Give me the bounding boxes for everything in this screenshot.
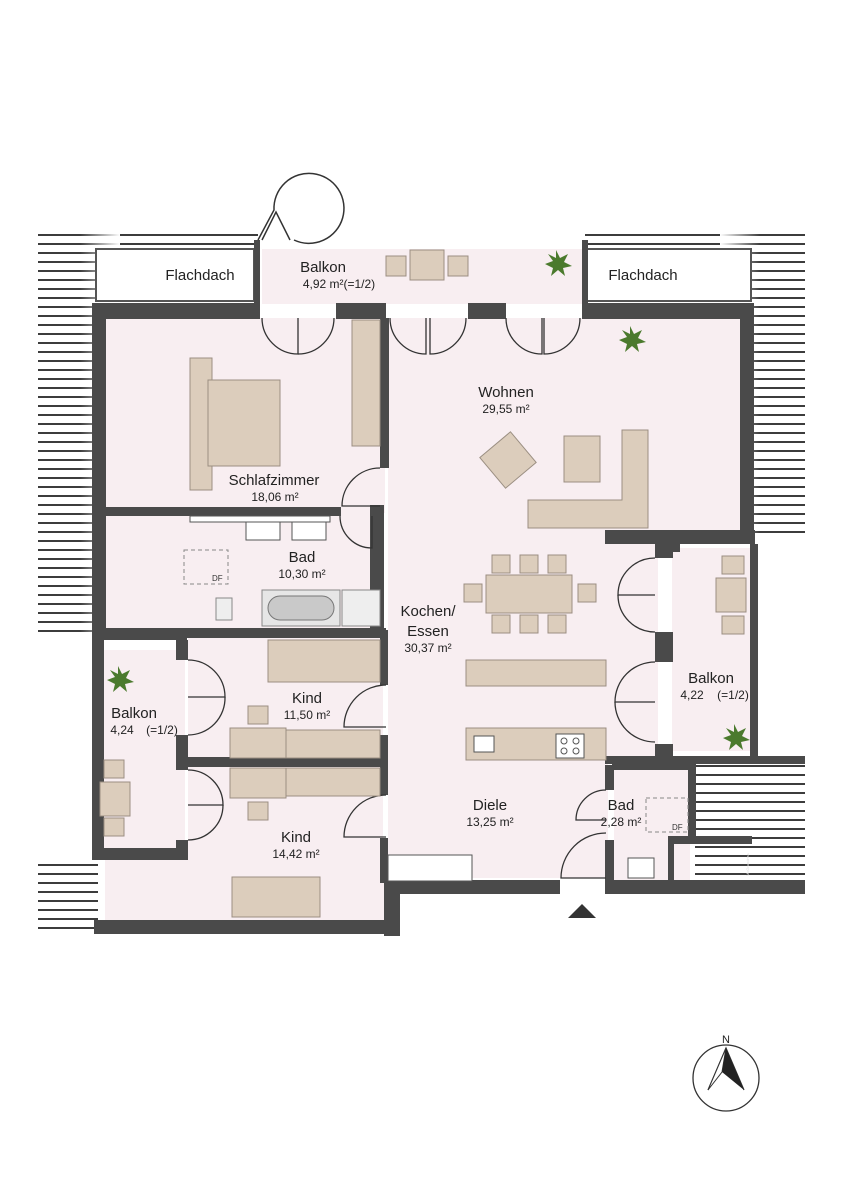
- schlafzimmer-area: 18,06 m²: [251, 490, 298, 504]
- diele-area: 13,25 m²: [466, 815, 513, 829]
- furniture: [99, 249, 747, 918]
- balkon-right-area: 4,22: [680, 688, 704, 702]
- kitchen-appliances: [473, 733, 585, 759]
- kind1-name: Kind: [292, 690, 322, 707]
- skylight-label: DF: [672, 823, 683, 832]
- entrance-arrow-icon: [568, 904, 596, 918]
- bad-large-name: Bad: [289, 549, 316, 566]
- balkon-left-area: 4,24: [110, 723, 134, 737]
- balkon-top-name: Balkon: [300, 259, 346, 276]
- skylights: [183, 549, 689, 833]
- wohnen-name: Wohnen: [478, 384, 534, 401]
- balkon-left-name: Balkon: [111, 705, 157, 722]
- plant-icon: [619, 326, 646, 352]
- flat-roof-right-label: Flachdach: [608, 267, 677, 284]
- doors: [187, 317, 656, 879]
- kind2-area: 14,42 m²: [272, 847, 319, 861]
- balkon-left-share: (=1/2): [146, 723, 178, 737]
- kochen-area: 30,37 m²: [404, 641, 451, 655]
- bad-large-area: 10,30 m²: [278, 567, 325, 581]
- plant-icon: [545, 250, 572, 276]
- flat-roof-left-label: Flachdach: [165, 267, 234, 284]
- kind1-area: 11,50 m²: [284, 708, 330, 722]
- balkon-right-name: Balkon: [688, 670, 734, 687]
- credit-text: McGrundriss: [745, 853, 750, 876]
- walls: [92, 240, 805, 936]
- balkon-right-share: (=1/2): [717, 688, 749, 702]
- bad-small-area: 2,28 m²: [601, 815, 642, 829]
- bad-small-name: Bad: [608, 797, 635, 814]
- kochen-name-line1: Kochen/: [400, 603, 456, 620]
- skylight-label: DF: [212, 574, 223, 583]
- plant-icon: [107, 666, 134, 692]
- balcony-arch: [257, 172, 345, 245]
- plant-icon: [723, 724, 750, 750]
- compass-icon: [692, 1044, 760, 1112]
- diele-name: Diele: [473, 797, 507, 814]
- kind2-name: Kind: [281, 829, 311, 846]
- balkon-top-area: 4,92 m²(=1/2): [303, 277, 375, 291]
- schlafzimmer-name: Schlafzimmer: [229, 472, 320, 489]
- flat-roofs: [95, 248, 752, 302]
- plants: [107, 250, 750, 750]
- kochen-name-line2: Essen: [407, 623, 449, 640]
- wohnen-area: 29,55 m²: [482, 402, 529, 416]
- compass-label: N: [722, 1034, 730, 1046]
